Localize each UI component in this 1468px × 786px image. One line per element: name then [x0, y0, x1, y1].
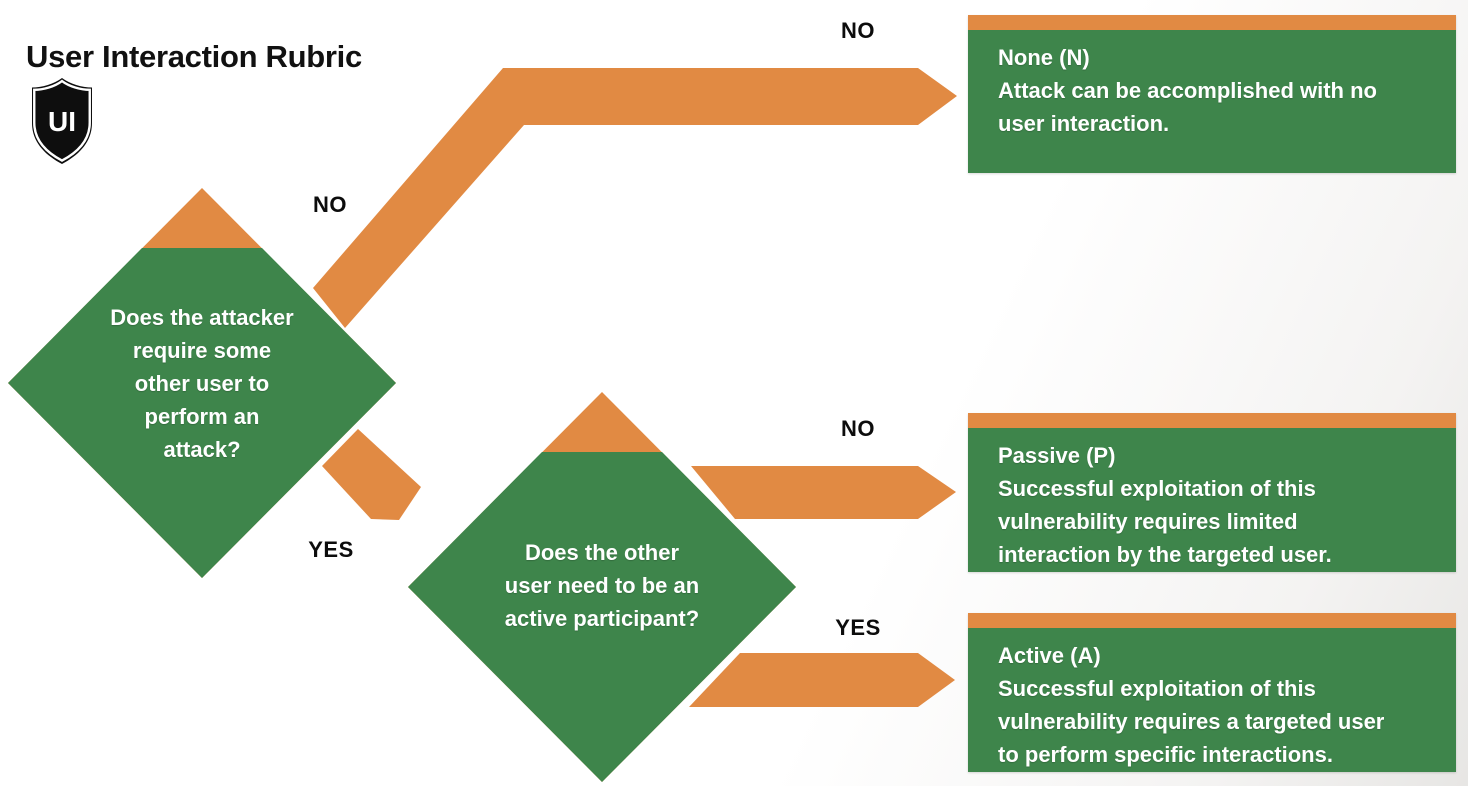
decision-diamond-1 — [8, 248, 396, 578]
outcome-box-none: None (N) Attack can be accomplished with… — [968, 15, 1456, 173]
edge-label-yes-decision2: YES — [835, 615, 881, 640]
outcome-passive-description: Successful exploitation of this vulnerab… — [998, 476, 1332, 567]
decision-diamond-2 — [408, 452, 796, 782]
outcome-none-description: Attack can be accomplished with no user … — [998, 78, 1377, 136]
ui-shield-icon: UI — [32, 78, 92, 164]
decision-2-question: Does the other user need to be an active… — [504, 540, 700, 631]
no-arrow-to-none — [313, 68, 957, 328]
outcome-active-description: Successful exploitation of this vulnerab… — [998, 676, 1385, 767]
outcome-none-title: None (N) — [998, 45, 1090, 70]
edge-label-no-to-none: NO — [841, 18, 875, 43]
outcome-active-top-strip — [968, 613, 1456, 628]
edge-label-yes-decision1: YES — [308, 537, 354, 562]
edge-label-no-decision2: NO — [841, 416, 875, 441]
page-title: User Interaction Rubric — [26, 38, 362, 74]
yes-connector-d1-d2 — [322, 429, 421, 520]
outcome-none-top-strip — [968, 15, 1456, 30]
edge-label-no-decision1: NO — [313, 192, 347, 217]
shield-inner-ring — [33, 79, 91, 162]
decision-1-question: Does the attacker require some other use… — [110, 305, 294, 462]
no-arrow-to-passive — [691, 466, 956, 519]
shield-badge-text: UI — [48, 106, 76, 137]
outcome-passive-title: Passive (P) — [998, 443, 1116, 468]
outcome-box-passive: Passive (P) Successful exploitation of t… — [968, 413, 1456, 572]
outcome-passive-top-strip — [968, 413, 1456, 428]
outcome-box-active: Active (A) Successful exploitation of th… — [968, 613, 1456, 772]
yes-arrow-to-active — [689, 653, 955, 707]
outcome-active-title: Active (A) — [998, 643, 1101, 668]
